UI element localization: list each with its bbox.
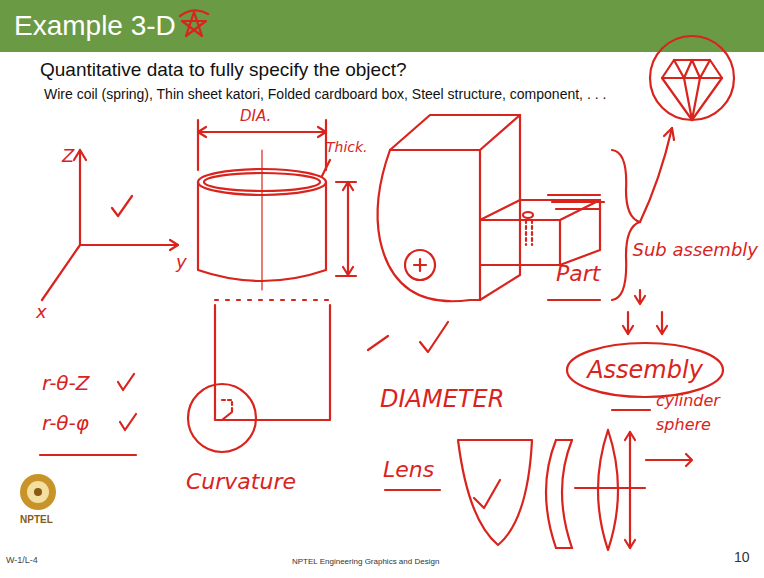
diameter-note: DIAMETER — [380, 386, 504, 412]
thickness-label: Thick. — [326, 140, 368, 155]
part-label: Part — [556, 262, 600, 286]
node-text: Assembly — [565, 356, 725, 384]
axis-label: x — [36, 302, 47, 322]
dimension-label: DIA. — [240, 108, 271, 125]
slide-title: Example 3-D — [14, 11, 176, 42]
object-list: Wire coil (spring), Thin sheet katori, F… — [44, 87, 606, 102]
shape-note: cylinder — [656, 392, 720, 410]
assembly-ellipse: Assembly — [565, 341, 725, 399]
coordinate-note: r-θ-φ — [42, 412, 89, 434]
logo-text: NPTEL — [20, 514, 53, 525]
coordinate-note: r-θ-Z — [42, 372, 90, 394]
page-number: 10 — [734, 550, 750, 565]
lens-label: Lens — [383, 458, 434, 482]
subassembly-label: Sub assembly — [633, 240, 758, 260]
footer-text: NPTEL Engineering Graphics and Design — [292, 558, 439, 567]
curvature-label: Curvature — [186, 470, 296, 494]
axis-label: Z — [62, 146, 74, 166]
header-bar — [0, 0, 764, 52]
node-body: Assembly — [565, 341, 725, 384]
slide-code: W-1/L-4 — [6, 556, 38, 566]
nptel-logo — [20, 474, 56, 510]
axis-label: y — [176, 252, 187, 272]
question-text: Quantitative data to fully specify the o… — [40, 60, 407, 81]
shape-note: sphere — [656, 416, 711, 434]
